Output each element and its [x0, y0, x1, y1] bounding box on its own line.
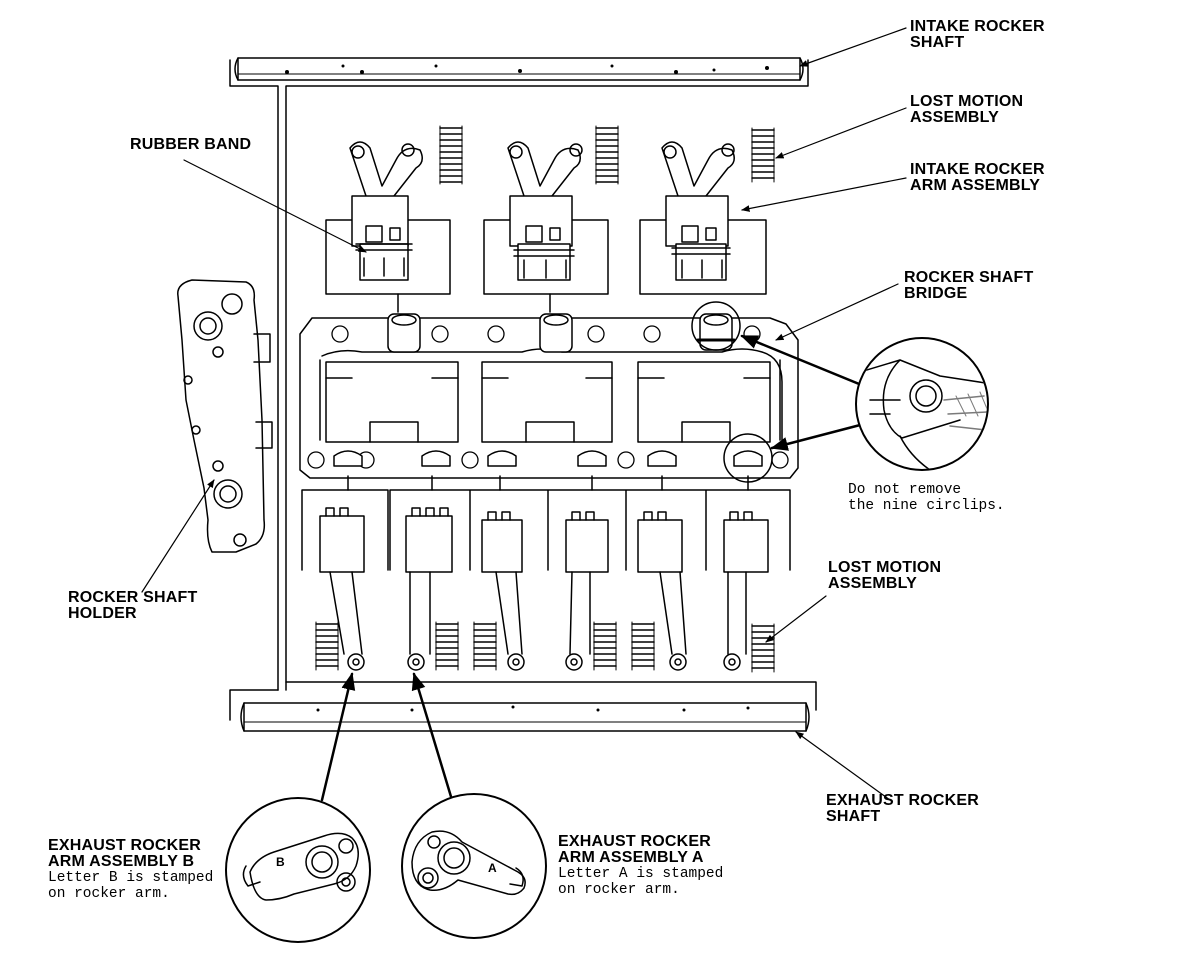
intake-rocker-shaft [234, 57, 804, 81]
intake-rocker-arm-1 [325, 141, 451, 313]
label-rubber-band: RUBBER BAND [130, 136, 252, 153]
stamp-letter-a: A [488, 861, 497, 875]
circlip-callouts [691, 301, 989, 483]
label-line: ARM ASSEMBLY [910, 177, 1041, 194]
note-line: the nine circlips. [848, 498, 1005, 514]
leader-lines [141, 27, 907, 801]
exhaust-rocker-arm-6 [723, 511, 769, 671]
label-line: ARM ASSEMBLY A [558, 849, 704, 866]
note-line: Letter A is stamped [558, 866, 724, 882]
exhaust-lost-motion-springs [315, 621, 775, 673]
label-line: ROCKER SHAFT [68, 589, 198, 606]
exhaust-rocker-arm-2 [405, 507, 453, 671]
label-line: EXHAUST ROCKER [48, 837, 202, 854]
assembly-frame [229, 59, 817, 721]
exhaust-arm-a-detail: A [411, 830, 526, 896]
label-line: BRIDGE [904, 285, 968, 302]
note-line: on rocker arm. [48, 886, 170, 902]
note-line: Letter B is stamped [48, 870, 214, 886]
label-line: ROCKER SHAFT [904, 269, 1034, 286]
label-line: INTAKE ROCKER [910, 18, 1045, 35]
exhaust-rocker-arm-4 [565, 511, 609, 671]
intake-rocker-arm-2 [483, 141, 609, 313]
label-line: ARM ASSEMBLY B [48, 853, 195, 870]
exhaust-arm-callouts: B A [225, 672, 547, 943]
exhaust-arm-b-detail: B [242, 832, 359, 901]
exhaust-rocker-shaft [240, 702, 810, 732]
label-line: SHAFT [910, 34, 965, 51]
label-line: ASSEMBLY [828, 575, 918, 592]
label-line: SHAFT [826, 808, 881, 825]
rocker-shaft-bridge [299, 313, 799, 479]
label-line: HOLDER [68, 605, 137, 622]
intake-rocker-arm-group [325, 141, 767, 313]
rocker-shaft-holder [177, 279, 273, 553]
label-line: EXHAUST ROCKER [826, 792, 980, 809]
label-line: ASSEMBLY [910, 109, 1000, 126]
exhaust-rocker-arm-group [301, 475, 791, 671]
exhaust-rocker-arm-3 [481, 511, 525, 671]
note-line: on rocker arm. [558, 882, 680, 898]
label-line: INTAKE ROCKER [910, 161, 1045, 178]
stamp-letter-b: B [276, 855, 285, 869]
note-line: Do not remove [848, 482, 962, 498]
label-line: LOST MOTION [910, 93, 1024, 110]
label-line: LOST MOTION [828, 559, 942, 576]
exhaust-rocker-arm-1 [319, 507, 365, 671]
exhaust-rocker-arm-5 [637, 511, 687, 671]
label-line: EXHAUST ROCKER [558, 833, 712, 850]
intake-rocker-arm-3 [639, 141, 767, 295]
intake-lost-motion-springs [439, 125, 775, 185]
